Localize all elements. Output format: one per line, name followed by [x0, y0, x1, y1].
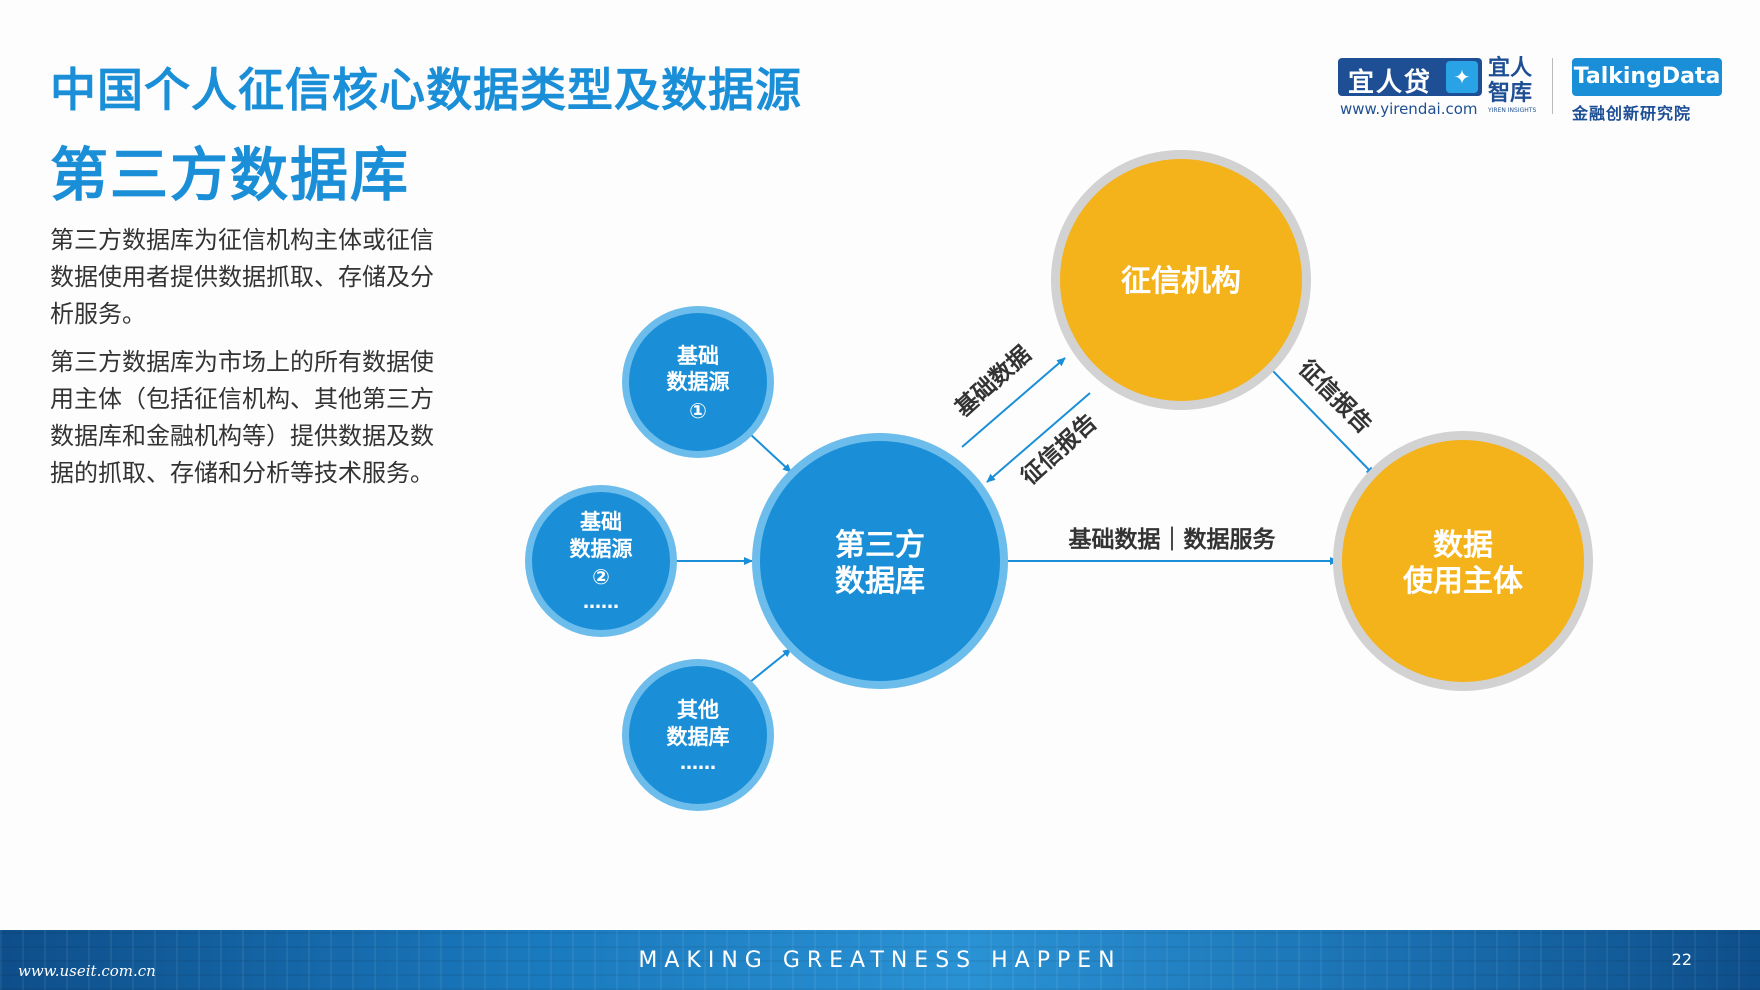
yiren-insights-logo-en: YIREN INSIGHTS — [1488, 107, 1537, 114]
node-base-source-2-line-4: …… — [583, 592, 619, 613]
arrow-source3-to-center — [749, 648, 792, 683]
node-base-source-1: 基础 数据源 ① — [622, 306, 774, 458]
node-third-party-database-line-1: 第三方 — [835, 528, 925, 563]
yiren-insights-logo-text: 宜人智库 — [1488, 56, 1533, 106]
logo-divider — [1552, 58, 1553, 114]
node-base-source-1-line-2: 数据源 — [667, 370, 730, 394]
footer-texture — [0, 930, 1760, 990]
edge-label-base-data-up: 基础数据 — [950, 341, 1036, 422]
page-subtitle: 第三方数据库 — [50, 141, 411, 209]
yiren-insights-logo: 宜人智库 YIREN INSIGHTS — [1488, 56, 1548, 120]
node-base-source-1-line-3: ① — [689, 399, 707, 423]
node-data-user: 数据 使用主体 — [1333, 431, 1593, 691]
yirendai-logo-text: 宜人贷 — [1348, 68, 1433, 98]
node-credit-agency: 征信机构 — [1051, 150, 1311, 410]
footer-slogan: MAKING GREATNESS HAPPEN — [638, 948, 1122, 973]
arrow-source1-to-center — [749, 433, 792, 473]
talkingdata-logo: TalkingData 金融创新研究院 — [1572, 58, 1722, 124]
talkingdata-logo-text: TalkingData — [1572, 58, 1722, 96]
node-base-source-2: 基础 数据源 ② …… — [525, 485, 677, 637]
footer-banner: www.useit.com.cn MAKING GREATNESS HAPPEN… — [0, 930, 1760, 990]
node-data-user-line-1: 数据 — [1433, 528, 1493, 563]
description-paragraph-1: 第三方数据库为征信机构主体或征信数据使用者提供数据抓取、存储及分析服务。 — [50, 226, 434, 328]
node-base-source-2-line-2: 数据源 — [570, 537, 633, 561]
node-third-party-database-line-2: 数据库 — [835, 564, 925, 599]
node-other-database-line-3: …… — [680, 753, 716, 774]
node-base-source-2-line-1: 基础 — [580, 510, 622, 534]
watermark: www.useit.com.cn — [18, 962, 156, 980]
talkingdata-institute-label: 金融创新研究院 — [1572, 104, 1692, 123]
data-flow-diagram: 基础 数据源 ① 基础 数据源 ② …… 其他 数据库 …… 第三方 数据库 征… — [525, 150, 1593, 811]
yirendai-logo: 宜人贷 ✦ www.yirendai.com — [1338, 56, 1482, 122]
yirendai-emblem-icon: ✦ — [1446, 61, 1478, 93]
edge-label-data-services: 基础数据｜数据服务 — [1069, 526, 1277, 553]
node-other-database: 其他 数据库 …… — [622, 659, 774, 811]
node-data-user-line-2: 使用主体 — [1402, 564, 1524, 599]
node-credit-agency-label: 征信机构 — [1121, 264, 1241, 299]
edge-label-credit-report-to-user: 征信报告 — [1293, 355, 1377, 439]
arrow-center-to-agency — [961, 357, 1066, 448]
node-other-database-line-2: 数据库 — [667, 725, 730, 749]
page-title: 中国个人征信核心数据类型及数据源 — [50, 63, 802, 117]
description-paragraph-2: 第三方数据库为市场上的所有数据使用主体（包括征信机构、其他第三方数据库和金融机构… — [50, 348, 434, 487]
node-base-source-2-line-3: ② — [592, 565, 610, 589]
arrow-agency-to-center — [986, 392, 1091, 483]
node-base-source-1-line-1: 基础 — [677, 344, 719, 368]
page-number: 22 — [1671, 950, 1692, 969]
node-other-database-line-1: 其他 — [677, 698, 719, 722]
node-third-party-database: 第三方 数据库 — [752, 433, 1008, 689]
yirendai-url: www.yirendai.com — [1340, 100, 1478, 118]
arrow-agency-to-user — [1269, 367, 1375, 476]
